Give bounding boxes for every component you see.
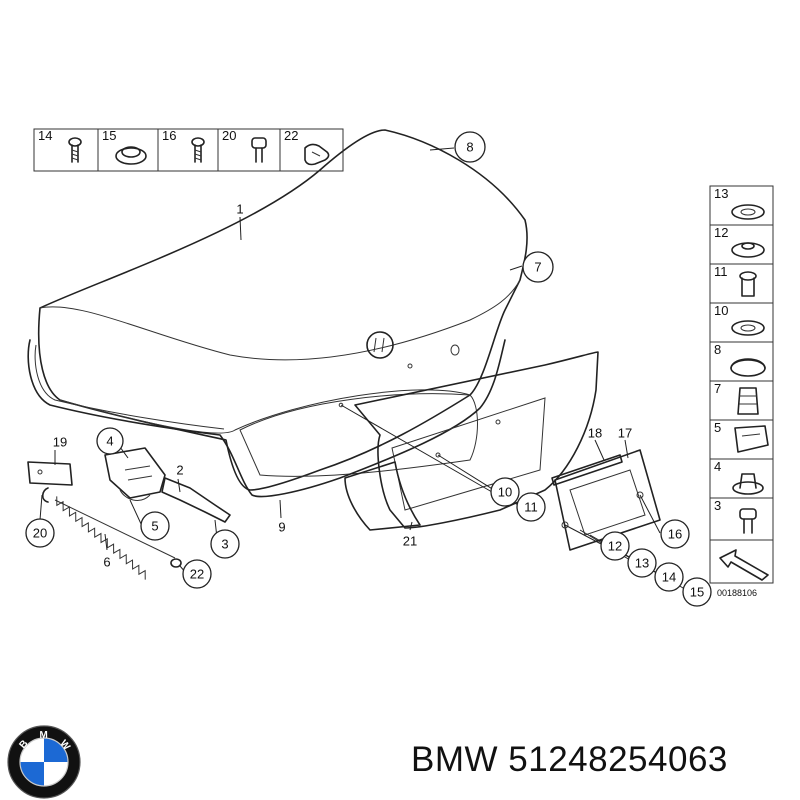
arrow-icon xyxy=(719,549,769,581)
screw-icon xyxy=(739,271,757,297)
column-label-8: 8 xyxy=(714,342,721,357)
svg-text:7: 7 xyxy=(534,260,541,275)
bmw-logo: B M W xyxy=(7,725,81,799)
callout-5: 5 xyxy=(140,511,170,541)
label-21: 21 xyxy=(403,534,417,549)
diagram-code: 00188106 xyxy=(717,588,757,598)
svg-text:16: 16 xyxy=(668,527,682,542)
strip-label-14: 14 xyxy=(38,128,52,143)
side-fastener-column: 13 12 11 10 8 7 5 4 3 xyxy=(709,185,774,598)
svg-text:4: 4 xyxy=(106,434,113,449)
hex-nut-icon xyxy=(732,473,764,495)
cap-icon xyxy=(730,358,766,377)
callout-8: 8 xyxy=(454,131,486,163)
callout-7: 7 xyxy=(522,251,554,283)
label-19: 19 xyxy=(53,435,67,450)
clip-icon xyxy=(734,425,769,453)
label-6: 6 xyxy=(103,555,110,570)
screw-icon xyxy=(191,137,205,163)
column-label-13: 13 xyxy=(714,186,728,201)
label-17: 17 xyxy=(618,426,632,441)
svg-text:11: 11 xyxy=(524,500,538,515)
callout-20: 20 xyxy=(25,518,55,548)
svg-text:10: 10 xyxy=(498,485,512,500)
svg-text:13: 13 xyxy=(635,556,649,571)
column-label-3: 3 xyxy=(714,498,721,513)
top-fastener-strip: 14 15 16 20 22 xyxy=(33,128,344,172)
svg-text:8: 8 xyxy=(466,140,473,155)
washer-icon xyxy=(731,204,765,220)
emblem-icon xyxy=(366,331,394,359)
trim-cover xyxy=(344,461,421,531)
label-18: 18 xyxy=(588,426,602,441)
logo-quadrant-blue-1 xyxy=(44,738,68,762)
strip-label-20: 20 xyxy=(222,128,236,143)
svg-text:15: 15 xyxy=(690,585,704,600)
svg-text:20: 20 xyxy=(33,526,47,541)
label-2: 2 xyxy=(176,463,183,478)
nut-icon xyxy=(731,242,765,258)
part-number-caption: BMW 51248254063 xyxy=(411,740,728,779)
trunk-seal xyxy=(27,339,506,498)
callout-15: 15 xyxy=(682,577,712,607)
svg-text:3: 3 xyxy=(221,537,228,552)
svg-text:22: 22 xyxy=(190,567,204,582)
trunk-lid xyxy=(37,129,528,491)
exploded-parts-diagram: 14 15 16 20 22 xyxy=(25,128,774,607)
column-label-7: 7 xyxy=(714,381,721,396)
column-label-10: 10 xyxy=(714,303,728,318)
callout-10: 10 xyxy=(490,477,520,507)
tension-spring xyxy=(41,487,182,580)
svg-text:5: 5 xyxy=(151,519,158,534)
callout-13: 13 xyxy=(627,548,657,578)
label-1: 1 xyxy=(236,202,243,217)
column-label-4: 4 xyxy=(714,459,721,474)
svg-text:M: M xyxy=(39,730,47,741)
ring-icon xyxy=(731,320,765,336)
callout-22: 22 xyxy=(182,559,212,589)
spring-clip-icon xyxy=(304,143,330,166)
logo-letter-m: M xyxy=(39,730,47,741)
spring-bracket xyxy=(27,461,73,486)
label-9: 9 xyxy=(278,520,285,535)
strip-label-16: 16 xyxy=(162,128,176,143)
svg-text:12: 12 xyxy=(608,539,622,554)
column-label-5: 5 xyxy=(714,420,721,435)
column-label-11: 11 xyxy=(714,264,728,279)
callout-3: 3 xyxy=(210,529,240,559)
trunk-hinge xyxy=(104,447,231,523)
license-plate-bracket xyxy=(551,449,661,551)
bolt-icon xyxy=(251,137,267,163)
screw-icon xyxy=(68,137,82,163)
strip-label-15: 15 xyxy=(102,128,116,143)
column-label-12: 12 xyxy=(714,225,728,240)
strip-label-22: 22 xyxy=(284,128,298,143)
grommet-icon xyxy=(115,146,147,165)
callout-12: 12 xyxy=(600,531,630,561)
callout-16: 16 xyxy=(660,519,690,549)
callout-11: 11 xyxy=(516,492,546,522)
logo-quadrant-blue-2 xyxy=(20,762,44,786)
bolt-icon xyxy=(739,508,757,534)
svg-text:14: 14 xyxy=(662,570,676,585)
callout-14: 14 xyxy=(654,562,684,592)
buffer-icon xyxy=(737,387,759,415)
callout-4: 4 xyxy=(96,427,124,455)
